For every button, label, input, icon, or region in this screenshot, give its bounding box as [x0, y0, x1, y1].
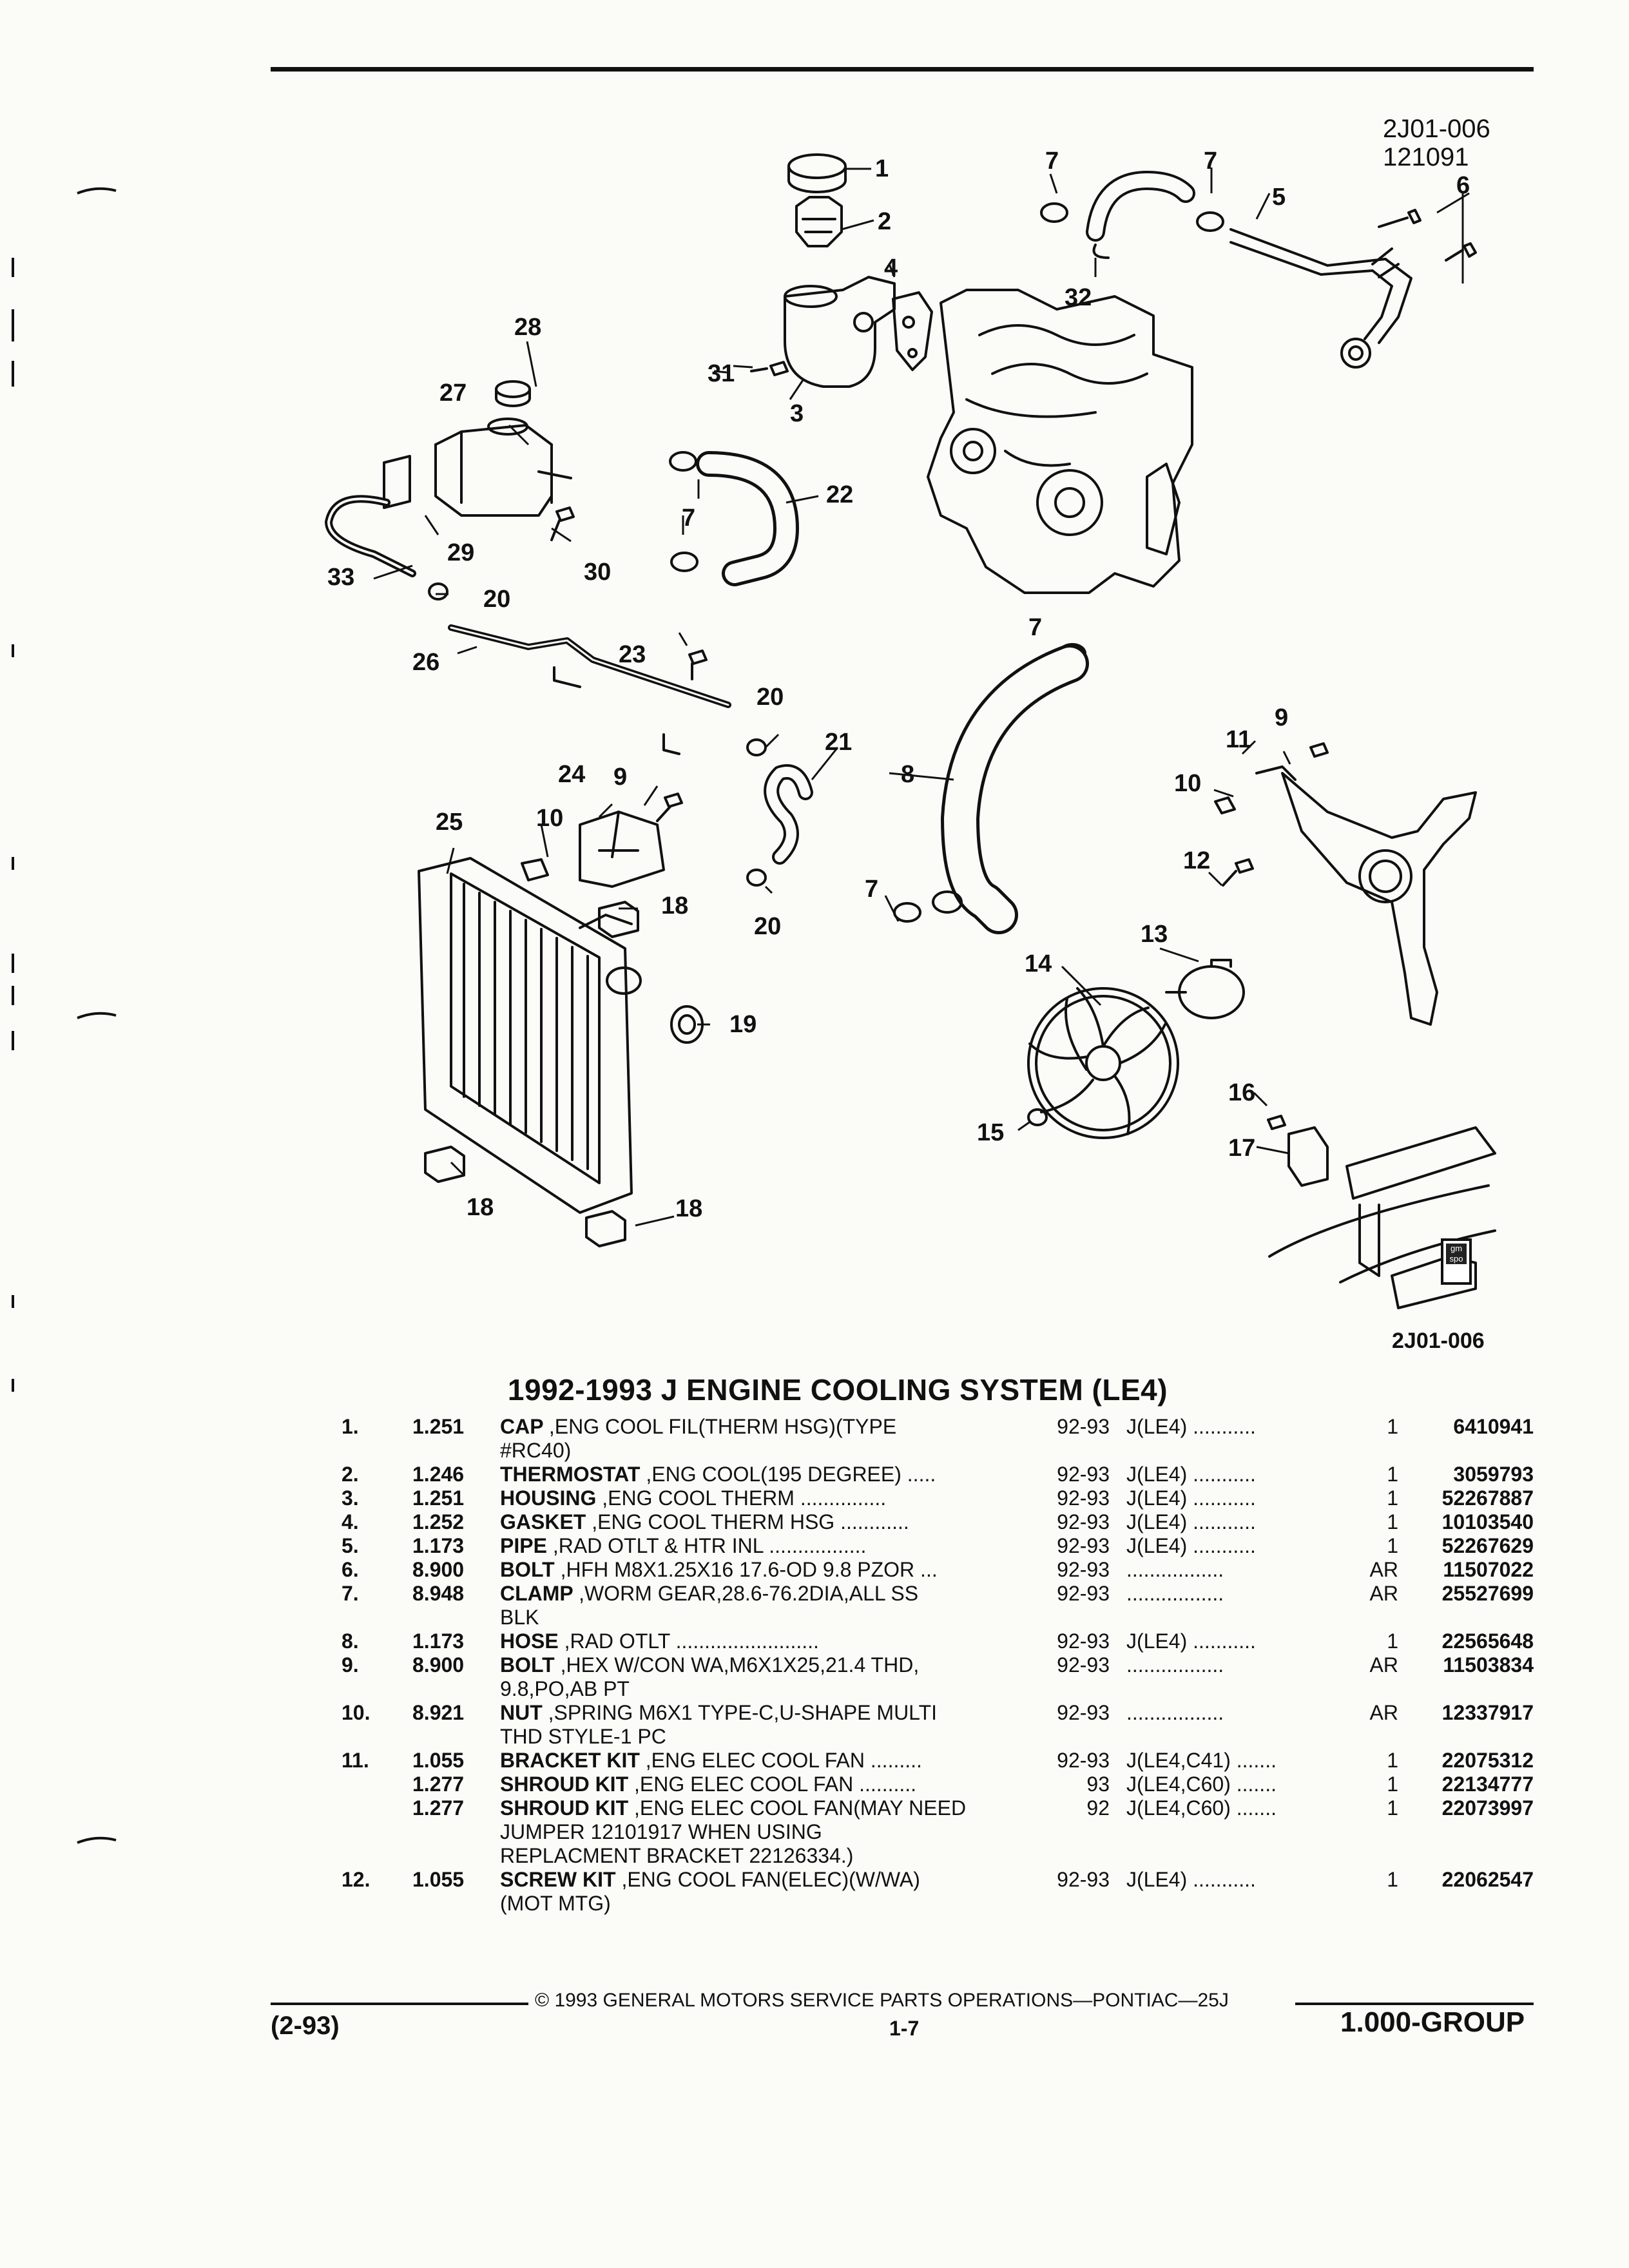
callout-22: 22 [826, 481, 853, 508]
ref-code-line1: 2J01-006 [1383, 115, 1490, 143]
radiator [418, 857, 642, 1214]
callout-16: 16 [1228, 1079, 1255, 1106]
parts-row: 8. 1.173 HOSE ,RAD OTLT ................… [342, 1629, 1534, 1653]
callout-8: 8 [901, 761, 914, 788]
callout-9a: 9 [613, 764, 627, 791]
callout-5: 5 [1272, 184, 1286, 211]
callout-1: 1 [875, 155, 889, 182]
callout-15: 15 [977, 1119, 1004, 1146]
callout-31: 31 [708, 360, 735, 387]
parts-row: 7. 8.948 CLAMP ,WORM GEAR,28.6-76.2DIA,A… [342, 1582, 1534, 1629]
housing-gasket [892, 291, 933, 371]
footer-rule-right [1295, 2003, 1534, 2005]
callout-3: 3 [790, 400, 804, 427]
parts-row: 6. 8.900 BOLT ,HFH M8X1.25X16 17.6-OD 9.… [342, 1558, 1534, 1581]
section-title: 1992-1993 J ENGINE COOLING SYSTEM (LE4) [507, 1373, 1168, 1407]
callout-13: 13 [1141, 921, 1168, 948]
thermostat [795, 196, 843, 247]
callout-9b: 9 [1275, 704, 1288, 731]
callout-26: 26 [412, 649, 439, 676]
drawing-reference-code: 2J01-006 121091 [1383, 115, 1490, 171]
parts-row: 1.277 SHROUD KIT ,ENG ELEC COOL FAN ....… [412, 1773, 1534, 1796]
bracket [579, 811, 665, 888]
fasteners [428, 361, 1329, 1130]
coolant-reservoir [383, 380, 572, 517]
pipe-bolts [1378, 209, 1477, 262]
callout-24: 24 [558, 761, 585, 788]
page-number: 1-7 [889, 2017, 920, 2040]
callout-19: 19 [729, 1011, 757, 1038]
callout-20a: 20 [483, 586, 510, 613]
gm-spo-logo: gm spo [1441, 1238, 1472, 1285]
callout-30: 30 [584, 559, 611, 586]
parts-row: 12. 1.055 SCREW KIT ,ENG COOL FAN(ELEC)(… [342, 1868, 1534, 1915]
parts-row: 4. 1.252 GASKET ,ENG COOL THERM HSG ....… [342, 1510, 1534, 1533]
callout-29: 29 [447, 539, 474, 566]
callout-18a: 18 [661, 892, 688, 919]
footer-rule-left [271, 2003, 528, 2005]
callout-25: 25 [436, 809, 463, 836]
callout-11: 11 [1226, 726, 1251, 753]
callout-20c: 20 [754, 913, 781, 940]
parts-row: 10. 8.921 NUT ,SPRING M6X1 TYPE-C,U-SHAP… [342, 1701, 1534, 1748]
callout-12: 12 [1183, 847, 1210, 874]
callout-32: 32 [1065, 284, 1092, 311]
copyright-notice: © 1993 GENERAL MOTORS SERVICE PARTS OPER… [535, 1990, 1229, 2011]
callout-7a: 7 [1045, 148, 1059, 175]
fan-motor [1165, 959, 1245, 1019]
engine-block [927, 289, 1193, 594]
callout-6: 6 [1456, 172, 1470, 199]
scan-margin-marks [12, 187, 117, 1844]
callout-10a: 10 [536, 805, 563, 832]
callout-7c: 7 [682, 505, 695, 532]
callout-18c: 18 [675, 1195, 702, 1222]
upper-hose [1086, 171, 1195, 259]
callout-4: 4 [884, 255, 898, 282]
callout-27: 27 [439, 380, 467, 407]
bypass-hose [764, 764, 813, 865]
radiator-outlet-hose [932, 644, 1089, 934]
thermostat-cap [787, 153, 847, 193]
parts-row: 1. 1.251 CAP ,ENG COOL FIL(THERM HSG)(TY… [342, 1415, 1534, 1462]
group-label: 1.000-GROUP [1340, 2006, 1525, 2038]
body-mount [1268, 1126, 1496, 1309]
parts-row: 5. 1.173 PIPE ,RAD OTLT & HTR INL ......… [342, 1534, 1534, 1557]
top-rule [271, 67, 1534, 72]
callout-17: 17 [1228, 1135, 1255, 1162]
callout-2: 2 [878, 208, 891, 235]
callout-18b: 18 [467, 1194, 494, 1221]
callout-14: 14 [1025, 950, 1052, 977]
callout-28: 28 [514, 314, 541, 341]
callout-7d: 7 [1028, 614, 1042, 641]
callout-10b: 10 [1174, 770, 1201, 797]
heater-hose [696, 451, 799, 586]
cooling-fan [1027, 987, 1179, 1139]
callout-33: 33 [327, 564, 354, 591]
revision-date: (2-93) [271, 2012, 340, 2040]
outlet-pipe [1229, 228, 1412, 369]
ref-code-line2: 121091 [1383, 143, 1469, 171]
parts-row: 9. 8.900 BOLT ,HEX W/CON WA,M6X1X25,21.4… [342, 1653, 1534, 1700]
callout-23: 23 [619, 641, 646, 668]
overflow-tube [448, 624, 731, 755]
parts-row: 11. 1.055 BRACKET KIT ,ENG ELEC COOL FAN… [342, 1749, 1534, 1772]
reservoir-hose [325, 495, 416, 577]
parts-row: 2. 1.246 THERMOSTAT ,ENG COOL(195 DEGREE… [342, 1463, 1534, 1486]
callout-7b: 7 [1204, 148, 1217, 175]
parts-row: 1.277 SHROUD KIT ,ENG ELEC COOL FAN(MAY … [412, 1796, 1534, 1867]
parts-list: 1. 1.251 CAP ,ENG COOL FIL(THERM HSG)(TY… [0, 1415, 1629, 1916]
cooling-system-exploded-diagram: 1 2 3 4 5 6 7 7 7 7 7 8 9 9 10 10 11 12 … [325, 148, 1496, 1309]
spring-nut [521, 858, 549, 881]
callout-21: 21 [825, 729, 852, 756]
callout-7e: 7 [865, 876, 878, 903]
parts-row: 3. 1.251 HOUSING ,ENG COOL THERM .......… [342, 1486, 1534, 1510]
fan-bracket [1255, 765, 1477, 1026]
callout-20b: 20 [757, 684, 784, 711]
figure-code: 2J01-006 [1392, 1329, 1485, 1353]
thermostat-housing [784, 276, 896, 388]
